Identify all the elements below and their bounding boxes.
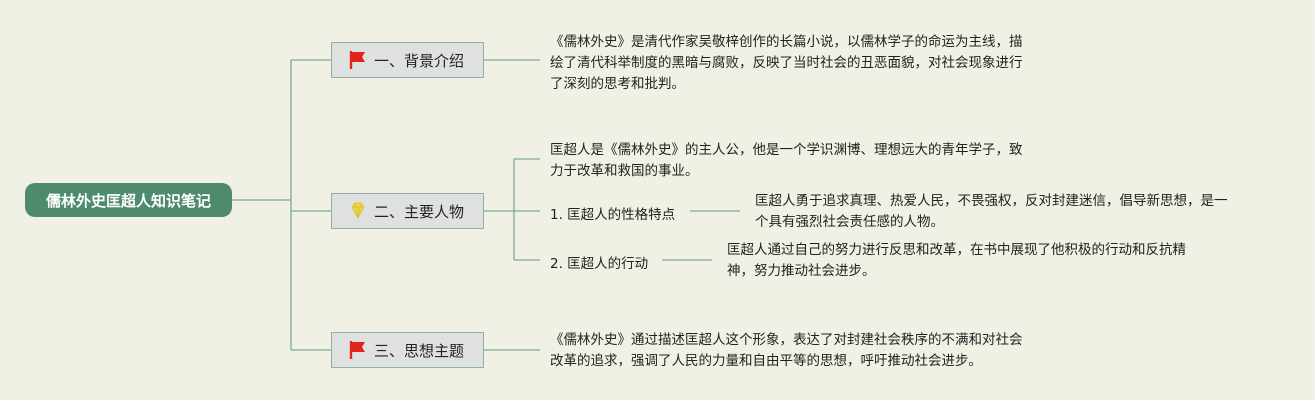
text-line: 匡超人勇于追求真理、热爱人民，不畏强权，反对封建迷信，倡导新思想，是一	[755, 193, 1228, 209]
text-line: 《儒林外史》通过描述匡超人这个形象，表达了对封建社会秩序的不满和对社会	[550, 332, 1023, 348]
red-flag-icon	[349, 341, 365, 359]
red-flag-icon	[349, 51, 365, 69]
text-line: 匡超人通过自己的努力进行反思和改革，在书中展现了他积极的行动和反抗精	[727, 242, 1186, 258]
text-line: 匡超人是《儒林外史》的主人公，他是一个学识渊博、理想远大的青年学子，致	[550, 142, 1023, 158]
branch-theme-label: 三、思想主题	[374, 341, 465, 360]
actions-description: 匡超人通过自己的努力进行反思和改革，在书中展现了他积极的行动和反抗精 神，努力推…	[727, 240, 1186, 282]
branch-background-label: 一、背景介绍	[374, 51, 465, 70]
subitem-personality-label: 1. 匡超人的性格特点	[550, 207, 676, 223]
branch-main-characters-label: 二、主要人物	[374, 202, 465, 221]
main-characters-description: 匡超人是《儒林外史》的主人公，他是一个学识渊博、理想远大的青年学子，致 力于改革…	[550, 140, 1023, 182]
text-line: 《儒林外史》是清代作家吴敬梓创作的长篇小说，以儒林学子的命运为主线，描	[550, 34, 1023, 50]
diamond-icon	[351, 202, 365, 219]
subitem-actions-label: 2. 匡超人的行动	[550, 256, 649, 272]
branch-main-characters[interactable]: 二、主要人物	[331, 193, 484, 229]
text-line: 个具有强烈社会责任感的人物。	[755, 214, 944, 230]
personality-description: 匡超人勇于追求真理、热爱人民，不畏强权，反对封建迷信，倡导新思想，是一 个具有强…	[755, 191, 1228, 233]
text-line: 改革的追求，强调了人民的力量和自由平等的思想，呼吁推动社会进步。	[550, 353, 982, 369]
text-line: 了深刻的思考和批判。	[550, 76, 685, 92]
branch-background[interactable]: 一、背景介绍	[331, 42, 484, 78]
theme-description: 《儒林外史》通过描述匡超人这个形象，表达了对封建社会秩序的不满和对社会 改革的追…	[550, 330, 1023, 372]
background-description: 《儒林外史》是清代作家吴敬梓创作的长篇小说，以儒林学子的命运为主线，描 绘了清代…	[550, 32, 1023, 95]
text-line: 绘了清代科举制度的黑暗与腐败，反映了当时社会的丑恶面貌，对社会现象进行	[550, 55, 1023, 71]
subitem-personality[interactable]: 1. 匡超人的性格特点	[550, 203, 675, 223]
root-label: 儒林外史匡超人知识笔记	[45, 191, 211, 210]
branch-theme[interactable]: 三、思想主题	[331, 332, 484, 368]
subitem-actions[interactable]: 2. 匡超人的行动	[550, 252, 648, 272]
text-line: 神，努力推动社会进步。	[727, 263, 876, 279]
root-node[interactable]: 儒林外史匡超人知识笔记	[25, 183, 232, 217]
text-line: 力于改革和救国的事业。	[550, 163, 699, 179]
